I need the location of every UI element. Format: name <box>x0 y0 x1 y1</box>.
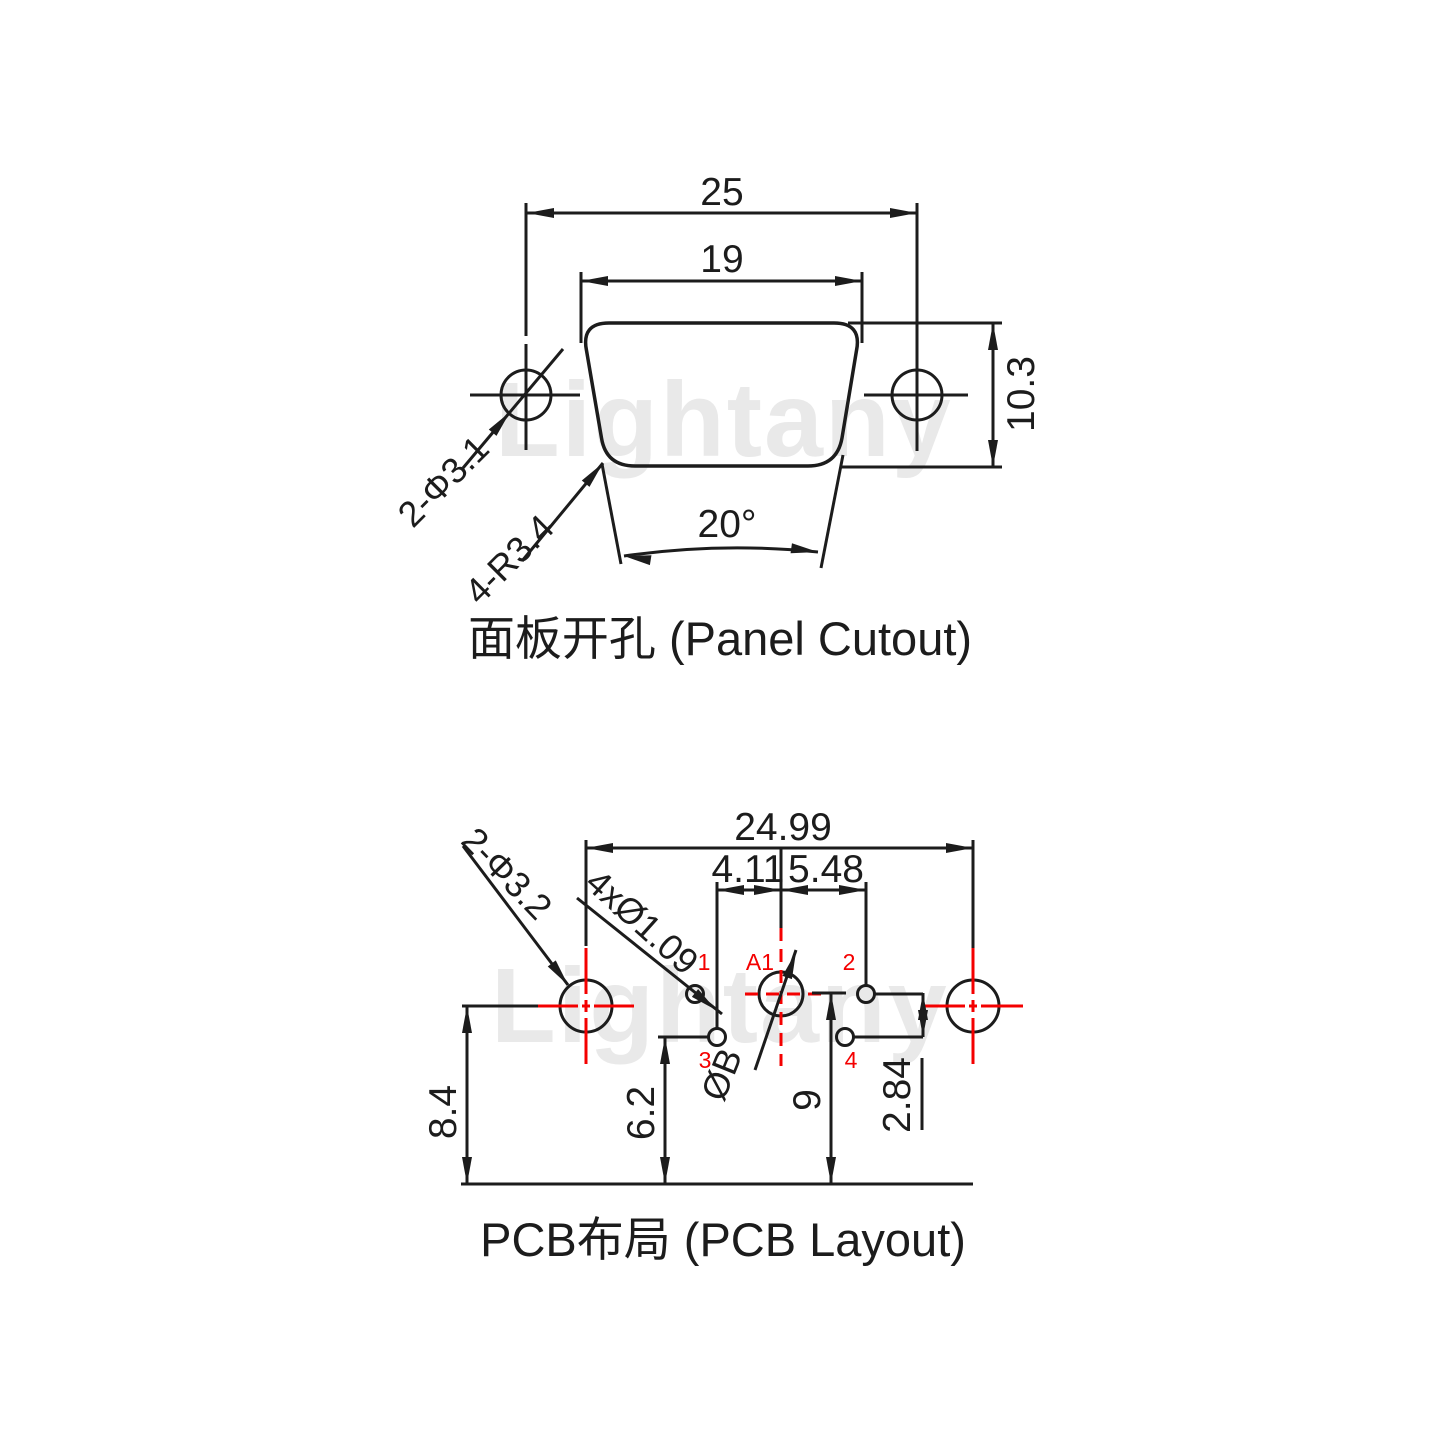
dim-10-3-text: 10.3 <box>1000 356 1043 432</box>
arrowhead <box>527 208 554 218</box>
pin-label-a1: A1 <box>746 949 774 975</box>
dim-24-99-text: 24.99 <box>734 806 832 849</box>
watermark-top: Lightany <box>495 361 953 479</box>
mount-hole-callout-text: 2-Φ3.2 <box>454 819 560 927</box>
mount-hole-callout-text: 2-Φ3.1 <box>389 427 496 534</box>
dim-8-4-text: 8.4 <box>422 1085 465 1139</box>
arrowhead <box>660 1157 670 1184</box>
pin-label-3: 3 <box>699 1047 712 1073</box>
leader-line <box>461 348 565 469</box>
arrowhead <box>462 1006 472 1033</box>
arrowhead <box>462 1157 472 1184</box>
dim-height-10-3: 10.3 <box>840 321 1043 469</box>
pcb-left-mount-hole <box>462 948 634 1064</box>
dim-4-11-text: 4.11 <box>711 848 784 891</box>
dim-19-text: 19 <box>700 238 743 281</box>
dim-row-pitch-2-84: 2.84 <box>876 993 928 1133</box>
angle-arc <box>623 546 819 558</box>
angle-extension-line-right <box>819 454 845 569</box>
dim-25-text: 25 <box>700 171 743 214</box>
pcb-layout-caption: PCB布局 (PCB Layout) <box>480 1213 966 1266</box>
angle-extension-line-left <box>600 463 623 565</box>
leader-line <box>461 845 570 986</box>
arrowhead <box>790 543 819 557</box>
dim-mount-height-8-4: 8.4 <box>422 1006 472 1184</box>
d-sub-cutout-outline <box>583 321 860 468</box>
panel-cutout-caption: 面板开孔 (Panel Cutout) <box>468 612 972 665</box>
arrowhead <box>826 1157 836 1184</box>
pin-label-4: 4 <box>845 1047 858 1073</box>
corner-radius-callout-4-r3-4: 4-R3.4 <box>456 459 607 612</box>
pin-label-1: 1 <box>698 949 711 975</box>
dim-6-2-text: 6.2 <box>620 1086 663 1140</box>
angle-20-annotation: 20° <box>600 454 845 569</box>
arrowhead <box>586 843 613 853</box>
dim-9-text: 9 <box>786 1089 829 1111</box>
arrowhead <box>946 843 973 853</box>
dim-overall-width-25: 25 <box>527 171 917 218</box>
corner-radius-callout-text: 4-R3.4 <box>456 506 561 611</box>
pin-1-hole <box>685 984 705 1004</box>
arrowhead <box>890 208 917 218</box>
dim-row1-height-9: 9 <box>786 993 836 1184</box>
dim-mount-span-24-99: 24.99 <box>584 806 975 948</box>
dim-5-48-text: 5.48 <box>788 848 864 891</box>
dim-pin-offsets: 4.11 5.48 <box>711 848 868 1029</box>
pin-label-2: 2 <box>843 949 856 975</box>
arrowhead <box>835 276 862 286</box>
pcb-right-mount-hole <box>923 948 1023 1064</box>
dim-opening-width-19: 19 <box>579 238 864 343</box>
dim-2-84-text: 2.84 <box>876 1057 919 1133</box>
arrowhead <box>581 276 608 286</box>
angle-20-text: 20° <box>698 503 757 546</box>
arrowhead <box>988 323 998 350</box>
arrowhead <box>988 440 998 467</box>
dim-row2-height-6-2: 6.2 <box>620 1037 670 1184</box>
